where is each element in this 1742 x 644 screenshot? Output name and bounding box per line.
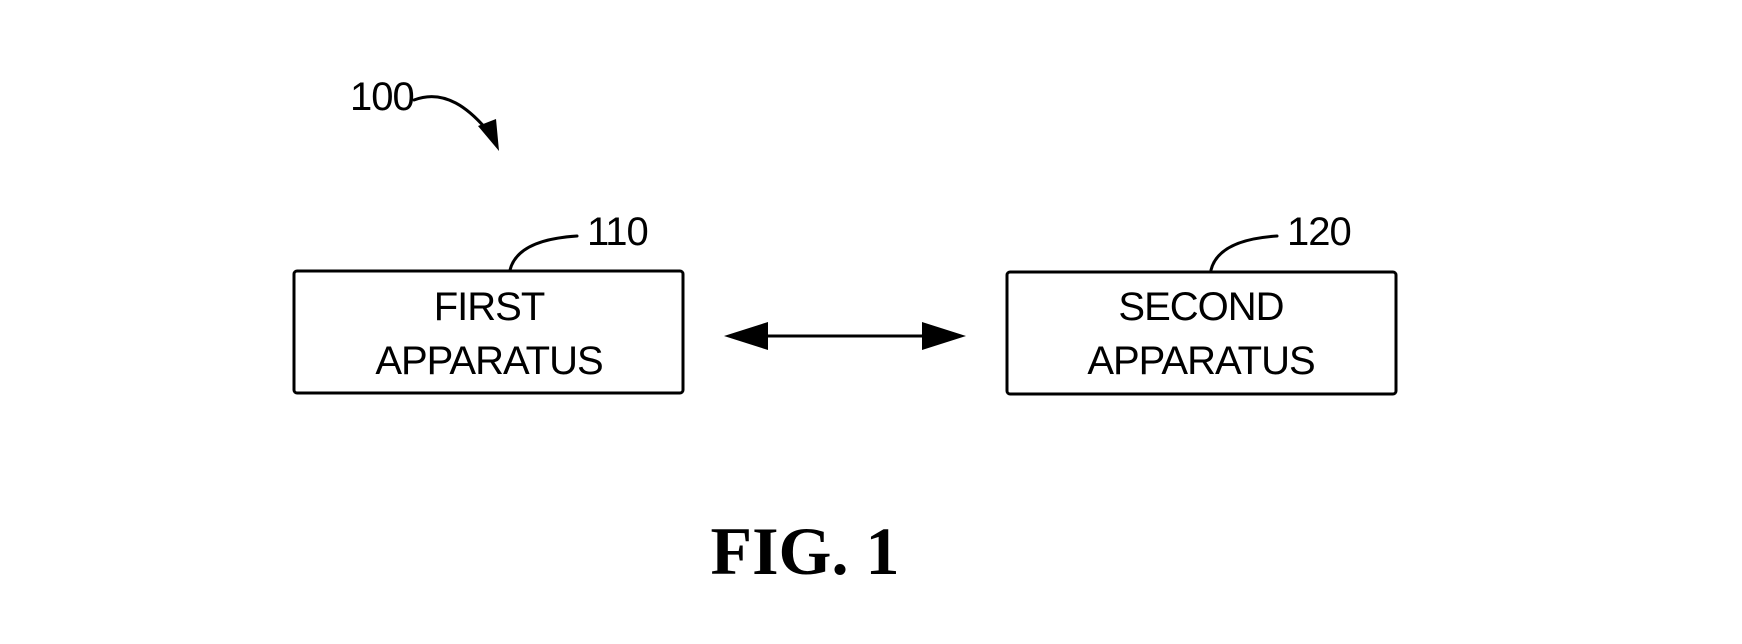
second-apparatus-ref-leader (1209, 234, 1279, 272)
arrowhead-right (922, 322, 966, 350)
first-apparatus-label-line2: APPARATUS (375, 339, 602, 383)
bidirectional-arrow (724, 322, 966, 350)
arrowhead-left (724, 322, 768, 350)
second-apparatus-label-line2: APPARATUS (1087, 339, 1314, 383)
second-apparatus-box (1005, 270, 1398, 396)
system-ref-label: 100 (350, 75, 414, 119)
first-apparatus-ref-leader (508, 234, 579, 272)
first-apparatus-ref-label: 110 (587, 210, 648, 254)
first-apparatus-block: FIRST APPARATUS (292, 269, 685, 395)
first-apparatus-box (292, 269, 685, 395)
system-ref-leader (412, 95, 489, 132)
second-apparatus-label-line1: SECOND (1118, 285, 1283, 329)
first-apparatus-label-line1: FIRST (434, 285, 545, 329)
second-apparatus-ref-label: 120 (1287, 210, 1351, 254)
second-apparatus-block: SECOND APPARATUS (1005, 270, 1398, 396)
figure-caption: FIG. 1 (711, 513, 900, 589)
system-ref-arrowhead (478, 119, 499, 151)
